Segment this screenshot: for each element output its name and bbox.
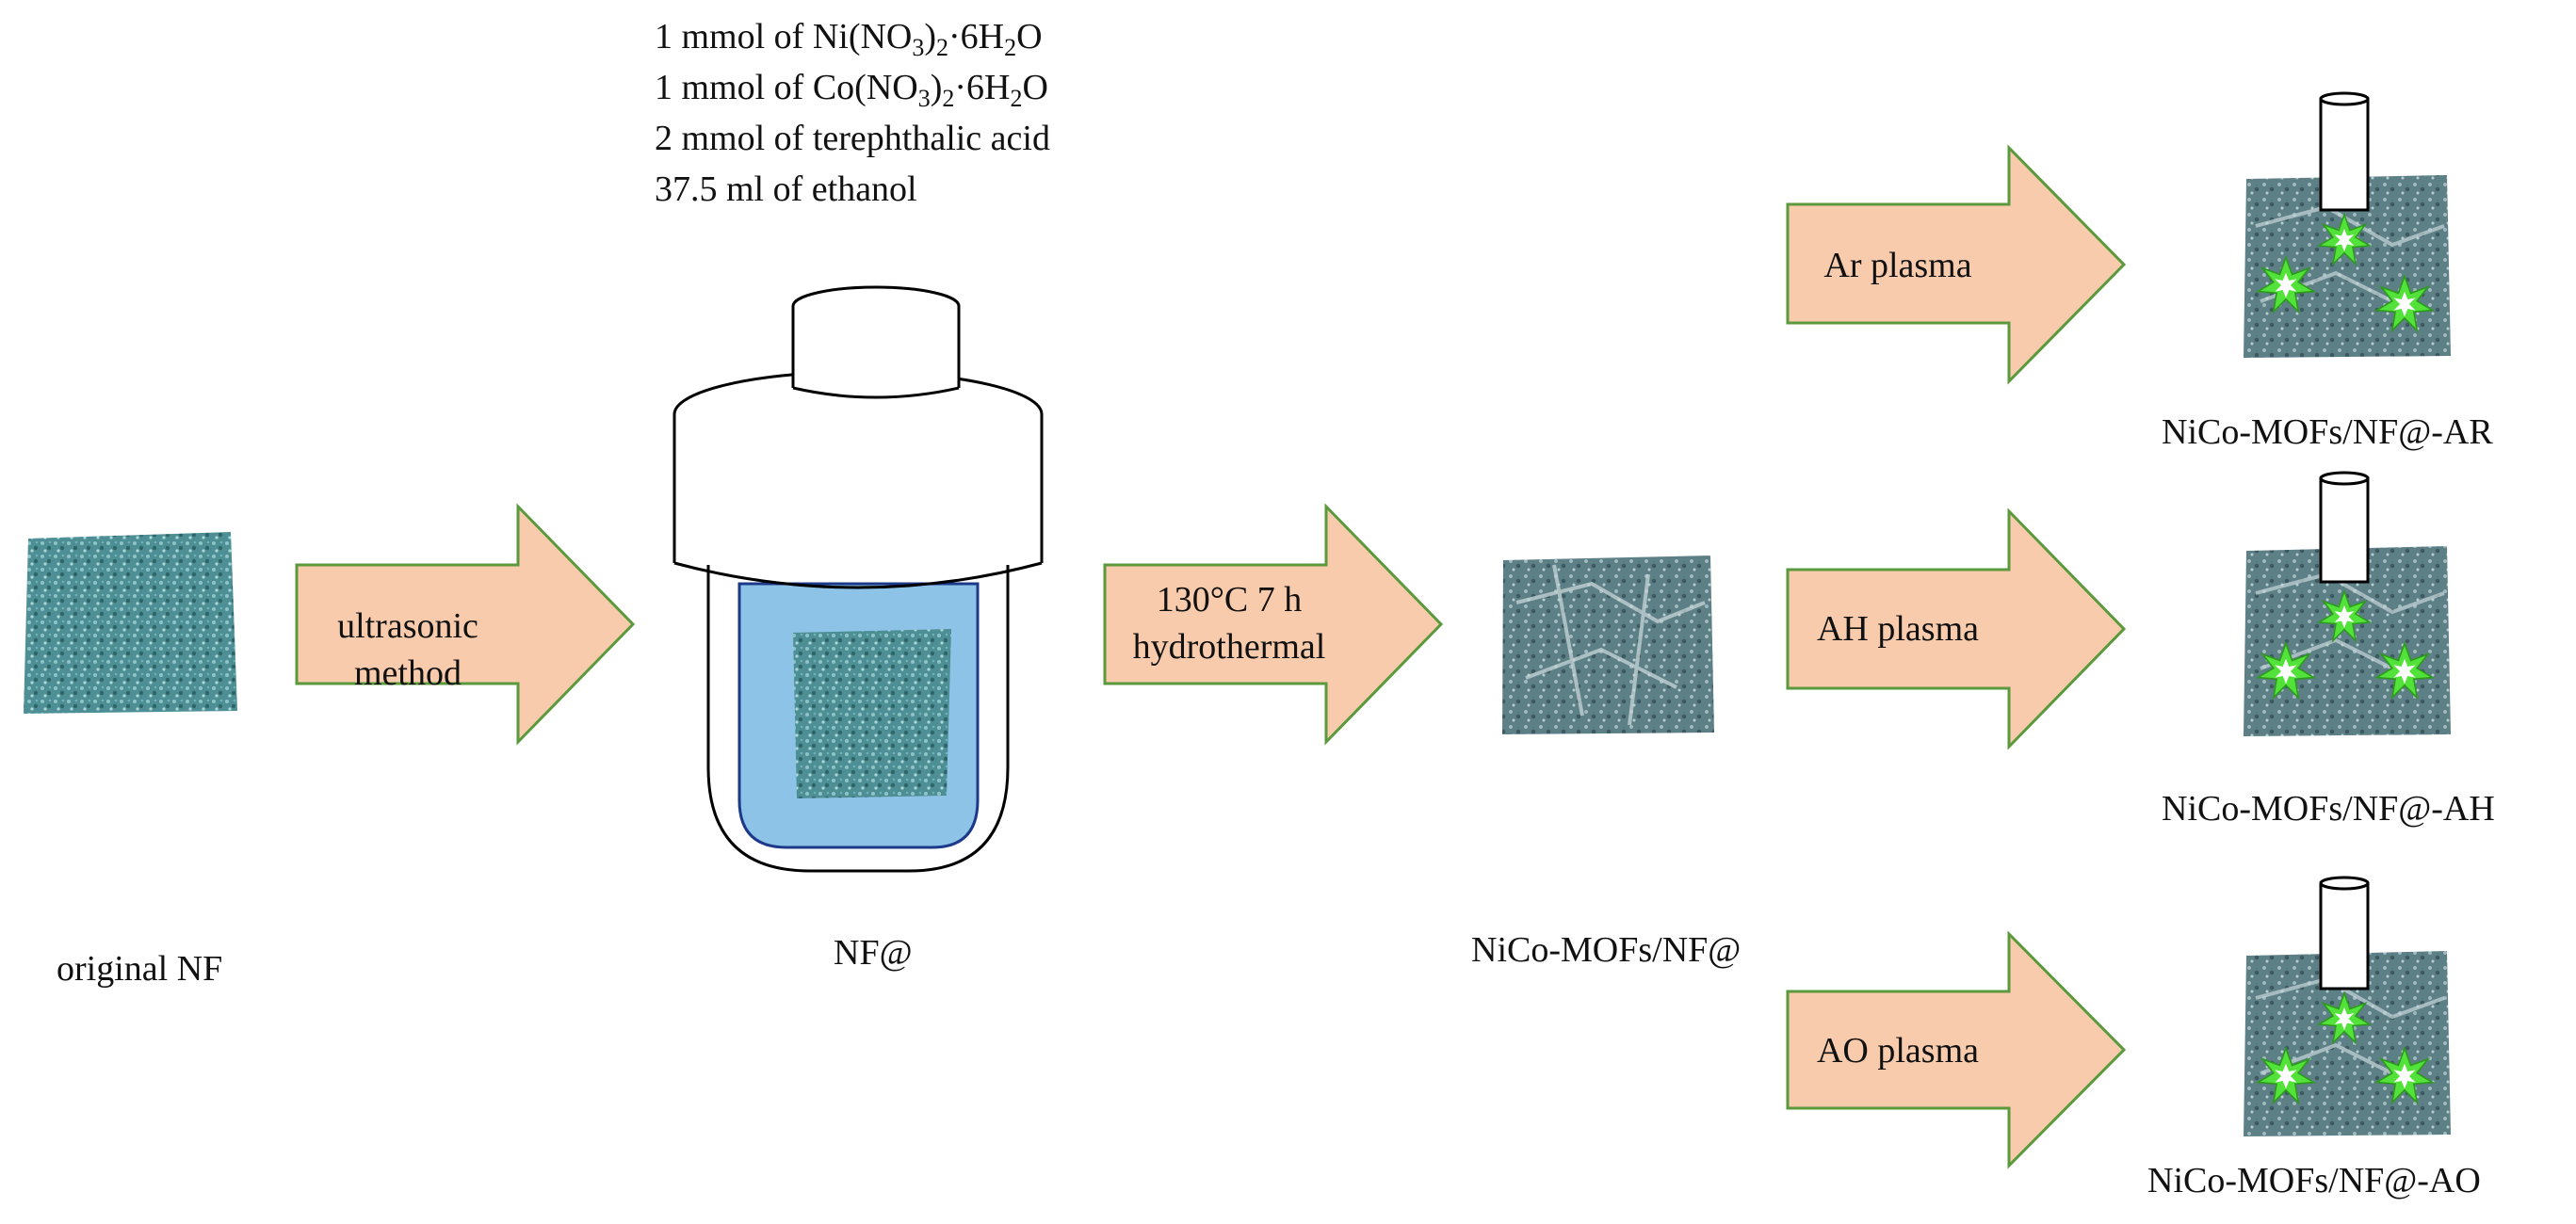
ao-product-sample — [2244, 876, 2451, 1136]
autoclave-vessel — [672, 285, 1044, 873]
ar-plasma-arrow — [1786, 144, 2127, 385]
ah-plasma-arrow — [1786, 507, 2127, 750]
ar-product-sample — [2244, 91, 2451, 358]
hydrothermal-word: hydrothermal — [1132, 627, 1326, 667]
ah-plasma-label: AH plasma — [1816, 609, 1980, 649]
ah-product-caption: NiCo-MOFs/NF@-AH — [2162, 789, 2495, 829]
ah-product-sample — [2244, 471, 2451, 736]
ar-product-caption: NiCo-MOFs/NF@-AR — [2162, 412, 2493, 452]
ao-plasma-label: AO plasma — [1816, 1031, 1980, 1071]
original-nf-caption: original NF — [57, 949, 223, 989]
ao-product-caption: NiCo-MOFs/NF@-AO — [2147, 1161, 2481, 1200]
hydrothermal-label: 130°C 7 h hydrothermal — [1107, 576, 1352, 670]
reagent-co: 1 mmol of Co(NO3)2·6H2O — [655, 68, 1048, 112]
nico-mofs-caption: NiCo-MOFs/NF@ — [1471, 930, 1742, 970]
ao-plasma-arrow — [1786, 930, 2127, 1169]
reagent-list: 1 mmol of Ni(NO3)2·6H2O 1 mmol of Co(NO3… — [655, 11, 1050, 215]
ultrasonic-label: ultrasonic method — [337, 606, 478, 693]
ar-plasma-label: Ar plasma — [1823, 246, 1972, 285]
ultrasonic-arrow — [295, 503, 636, 746]
nico-mofs-foam — [1502, 556, 1714, 734]
hydrothermal-condition: 130°C 7 h — [1156, 580, 1303, 620]
original-nf-foam — [24, 532, 237, 714]
reagent-ni: 1 mmol of Ni(NO3)2·6H2O — [655, 17, 1043, 61]
reagent-terephthalic-acid: 2 mmol of terephthalic acid — [655, 119, 1050, 158]
reagent-ethanol: 37.5 ml of ethanol — [655, 169, 917, 209]
nf-at-caption: NF@ — [834, 933, 913, 973]
hydrothermal-arrow — [1103, 503, 1444, 746]
